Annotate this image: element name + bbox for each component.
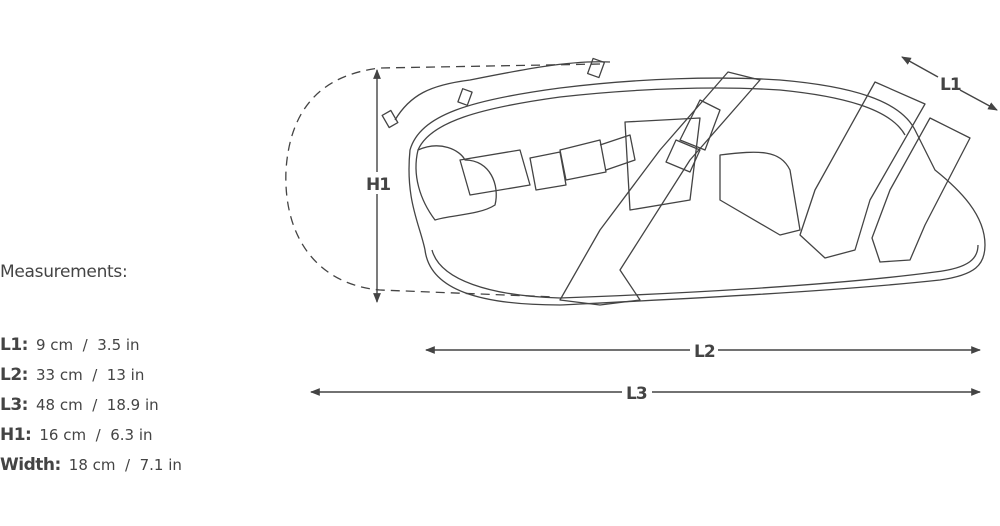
l3-label: L3 bbox=[626, 384, 647, 404]
measurement-row-width: Width:18 cm / 7.1 in bbox=[0, 455, 182, 475]
bag-body bbox=[381, 57, 986, 306]
compression-strap-1 bbox=[799, 81, 926, 259]
l1-label: L1 bbox=[940, 75, 961, 95]
l1-dimension-arrow-bottom bbox=[959, 89, 998, 111]
measurement-row-l1: L1:9 cm / 3.5 in bbox=[0, 335, 140, 355]
measurements-title: Measurements: bbox=[0, 262, 128, 282]
l2-label: L2 bbox=[694, 342, 715, 362]
l1-dimension-arrow-top bbox=[901, 56, 939, 78]
measurement-row-h1: H1:16 cm / 6.3 in bbox=[0, 425, 153, 445]
diagonal-strap bbox=[559, 71, 761, 306]
extended-outline-dashed bbox=[285, 63, 601, 298]
measurement-row-l3: L3:48 cm / 18.9 in bbox=[0, 395, 159, 415]
measurement-row-l2: L2:33 cm / 13 in bbox=[0, 365, 145, 385]
h1-label: H1 bbox=[366, 175, 390, 195]
compression-strap-2 bbox=[871, 117, 971, 263]
